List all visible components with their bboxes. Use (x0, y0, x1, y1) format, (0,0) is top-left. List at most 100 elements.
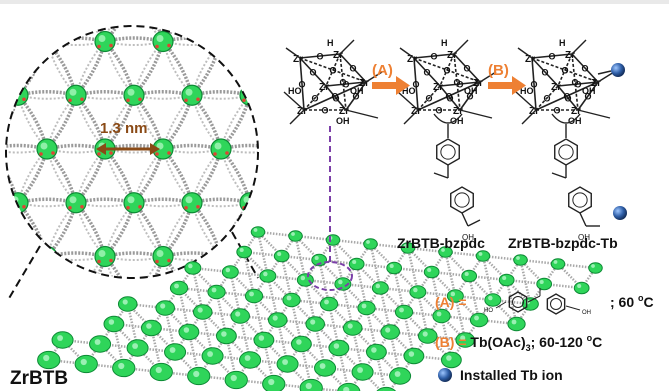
terminal-bond (579, 212, 587, 227)
sheet-cluster (224, 370, 248, 390)
sheet-cluster (250, 226, 266, 238)
linker-bond (308, 0, 337, 42)
sheet-cluster-highlight (319, 363, 326, 369)
oxygen-dot (300, 313, 304, 317)
linker-bond (6, 40, 20, 96)
linker-bond (337, 203, 366, 257)
framework-label: ZrBTB (10, 368, 68, 389)
oxygen-dot (109, 43, 113, 48)
benzene-ring (554, 138, 578, 166)
hydroxyl-label: OH (464, 86, 478, 96)
oxygen-atom-label: O (413, 80, 420, 90)
cluster-highlight (185, 196, 193, 204)
zr-o-bond (303, 81, 367, 111)
sheet-cluster (117, 296, 138, 312)
linker-bond (249, 40, 258, 96)
oxygen-dot (10, 98, 14, 103)
cluster-highlight (69, 196, 77, 204)
sheet-cluster (140, 319, 162, 337)
legend-a-prefix: (A) = (435, 294, 467, 310)
sheet-cluster-highlight (230, 374, 237, 382)
zr-atom-label: Zr (433, 82, 443, 93)
sheet-cluster-highlight (188, 263, 193, 269)
acid-ketone (527, 295, 541, 303)
sheet-cluster-highlight (314, 255, 319, 261)
zr-atom-label: Zr (293, 54, 303, 65)
aromatic-circle (550, 298, 562, 310)
cluster-spoke (571, 39, 587, 55)
tb-ion-linker (613, 206, 627, 220)
cluster-highlight (98, 249, 106, 257)
sheet-cluster-highlight (413, 287, 418, 293)
oxygen-dot (358, 206, 362, 210)
sheet-cluster-highlight (169, 347, 176, 353)
linker-bond (17, 40, 48, 96)
sheet-cluster (178, 323, 200, 341)
acid-bond (565, 305, 581, 311)
zr-o-bond (339, 53, 347, 111)
zr-o-bond (417, 85, 441, 111)
sheet-cluster (282, 292, 301, 308)
sheet-cluster (440, 351, 462, 369)
cluster-highlight (331, 143, 338, 150)
cluster-spoke (459, 109, 493, 119)
zr-o-bond (459, 81, 481, 111)
linker-bond (6, 251, 48, 259)
zr-o-bond (325, 85, 347, 111)
sheet-cluster-highlight (43, 354, 50, 362)
sheet-cluster-highlight (263, 271, 268, 277)
zr-atom-label: Zr (359, 78, 369, 89)
benzene-ring (568, 186, 592, 214)
oxygen-atom-label: O (332, 92, 339, 102)
sheet-cluster-highlight (80, 358, 87, 366)
linker-bond (219, 40, 252, 96)
sheet-cluster (149, 362, 173, 382)
oxygen-atom-label: O (444, 66, 451, 76)
linker-bond (18, 307, 76, 311)
oxygen-atom-label: O (310, 68, 317, 78)
sheet-cluster-highlight (427, 267, 432, 273)
linker-bond (249, 201, 258, 208)
cluster-highlight (273, 35, 280, 42)
sheet-cluster-highlight (539, 279, 544, 285)
linker-bond (0, 310, 18, 314)
zr-o-bond (417, 81, 481, 111)
cluster-spoke (365, 71, 383, 83)
oxygen-dot (213, 152, 217, 156)
sheet-cluster-highlight (118, 362, 125, 370)
sheet-cluster-highlight (225, 267, 231, 273)
sheet-cluster-highlight (221, 331, 227, 337)
oxygen-dot (341, 151, 345, 155)
aromatic-circle (454, 192, 470, 208)
cluster-highlight (360, 196, 367, 203)
sheet-cluster-highlight (474, 315, 479, 321)
zr-o-bond (439, 85, 461, 111)
sheet-cluster (112, 358, 136, 378)
oxygen-dot (225, 151, 229, 155)
zr-o-bond (339, 53, 367, 83)
oxygen-atom-label: O (565, 94, 572, 104)
bzpdc-tb-linker-structure: OH (551, 113, 600, 242)
oxygen-atom-label: O (575, 80, 582, 90)
sheet-cluster (239, 351, 262, 369)
oxygen-dot (341, 44, 345, 48)
sheet-cluster-highlight (399, 307, 404, 313)
zr6-cluster-initial: OOOOOOOOOOOOOZrZrZrZrZrZrHHOOHOH (283, 38, 383, 126)
sheet-cluster (221, 265, 239, 279)
cluster-highlight (156, 142, 164, 150)
linker-bond (16, 41, 49, 97)
legend-tb-ion: Installed Tb ion (460, 367, 563, 383)
oxygen-atom-label: O (564, 92, 571, 102)
oxygen-atom-label: O (562, 66, 569, 76)
sheet-cluster (290, 335, 312, 353)
zr-cluster-node (239, 84, 258, 106)
zr-cluster-node (94, 30, 116, 53)
zr-cluster-node (8, 300, 28, 320)
linker-bond (45, 26, 78, 43)
zr-o-bond (413, 57, 481, 83)
sheet-cluster-highlight (577, 283, 582, 289)
zr-atom-label: Zr (551, 82, 561, 93)
hydroxyl-label: OH (450, 116, 464, 126)
sheet-cluster (305, 316, 325, 332)
